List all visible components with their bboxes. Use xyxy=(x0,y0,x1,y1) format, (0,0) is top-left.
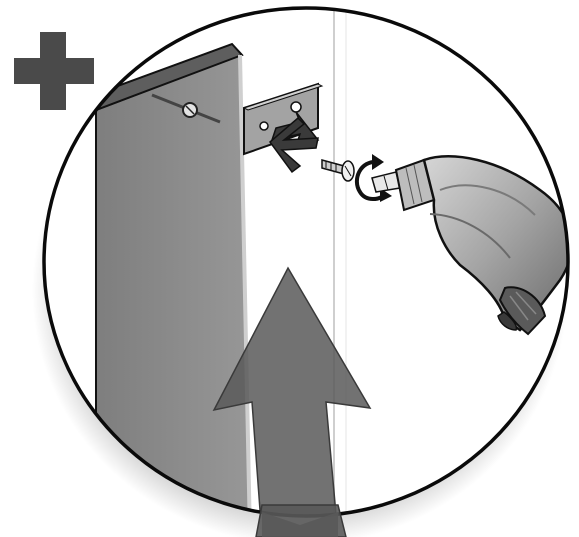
up-arrow-tail xyxy=(255,504,347,537)
push-arrow-icon xyxy=(268,111,320,174)
wall-bracket xyxy=(242,82,324,156)
cabinet-panel-edge xyxy=(238,54,252,516)
panel-bracket-slot xyxy=(151,93,221,124)
plus-icon xyxy=(14,32,94,110)
screw xyxy=(321,159,355,182)
power-drill xyxy=(371,155,568,336)
up-arrow-icon xyxy=(212,266,372,516)
